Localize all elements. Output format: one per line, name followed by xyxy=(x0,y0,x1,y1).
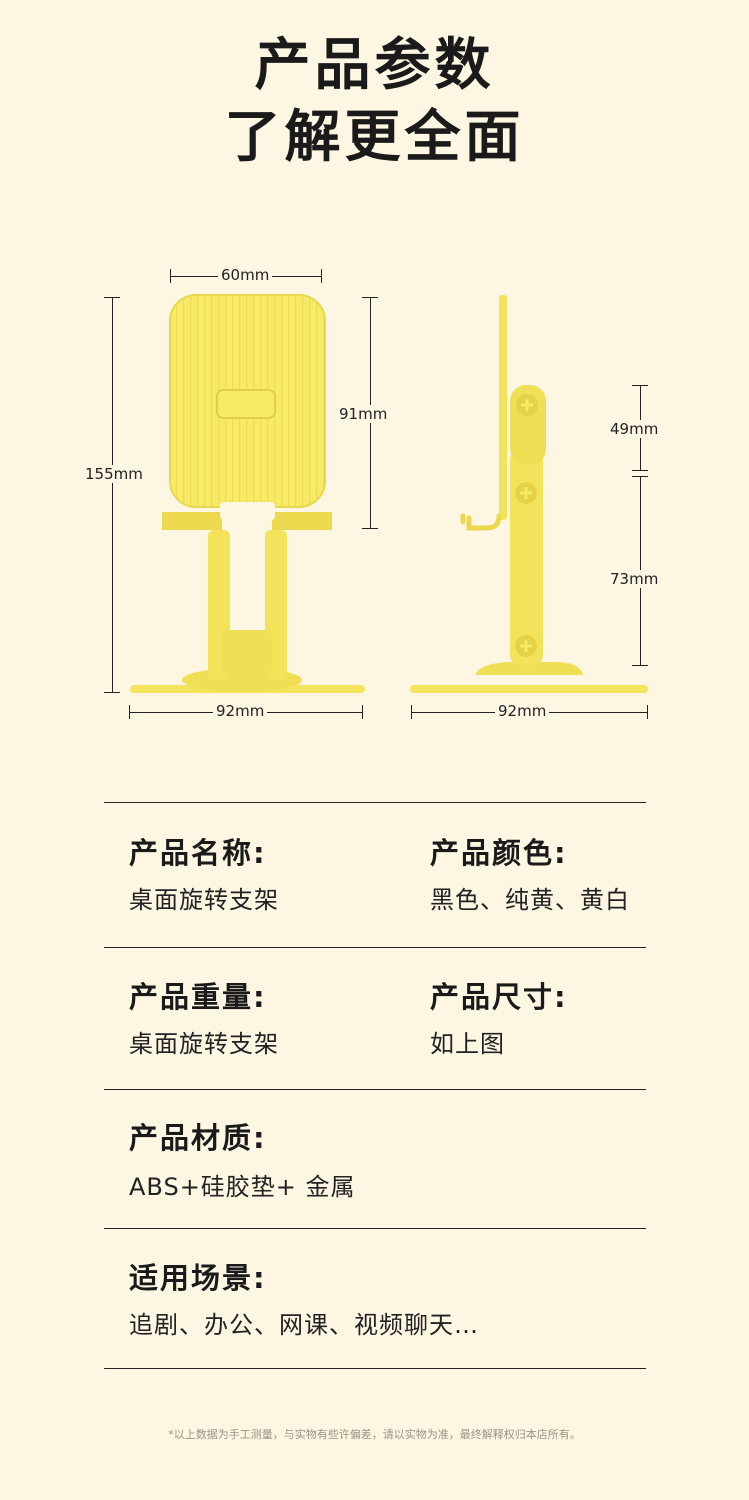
dim-tick xyxy=(632,665,648,666)
side-view-product-image xyxy=(410,295,648,693)
dim-tick xyxy=(362,705,363,719)
divider xyxy=(104,947,646,948)
divider xyxy=(104,802,646,803)
dim-front-plate-height: 91mm xyxy=(336,405,391,423)
page-subtitle: 了解更全面 xyxy=(224,105,525,170)
dim-tick xyxy=(362,528,378,529)
dim-front-height: 155mm xyxy=(82,465,146,483)
spec-material-value: ABS+硅胶垫+ 金属 xyxy=(129,1173,356,1201)
front-view-product-image xyxy=(130,294,365,693)
spec-color-value: 黑色、纯黄、黄白 xyxy=(430,886,630,914)
spec-size-label: 产品尺寸: xyxy=(430,980,568,1014)
spec-name-value: 桌面旋转支架 xyxy=(129,886,279,914)
spec-material-label: 产品材质: xyxy=(129,1121,267,1155)
dim-front-base: 92mm xyxy=(213,702,268,720)
dim-tick xyxy=(104,692,120,693)
spec-color-label: 产品颜色: xyxy=(430,836,568,870)
spec-weight-value: 桌面旋转支架 xyxy=(129,1030,279,1058)
dim-tick xyxy=(632,470,648,471)
spec-size-value: 如上图 xyxy=(430,1030,505,1058)
spec-scene-label: 适用场景: xyxy=(129,1261,267,1295)
dim-tick xyxy=(647,705,648,719)
dim-side-lower: 73mm xyxy=(607,570,662,588)
divider xyxy=(104,1089,646,1090)
dim-front-width: 60mm xyxy=(218,266,273,284)
spec-scene-value: 追剧、办公、网课、视频聊天… xyxy=(129,1311,479,1339)
dim-side-base: 92mm xyxy=(495,702,550,720)
page-title: 产品参数 xyxy=(254,33,495,98)
dim-tick xyxy=(321,269,322,283)
dim-line xyxy=(112,297,113,692)
dim-side-upper: 49mm xyxy=(607,420,662,438)
footer-disclaimer: *以上数据为手工测量，与实物有些许偏差，请以实物为准，最终解释权归本店所有。 xyxy=(168,1428,581,1441)
divider xyxy=(104,1228,646,1229)
divider xyxy=(104,1368,646,1369)
spec-weight-label: 产品重量: xyxy=(129,980,267,1014)
spec-name-label: 产品名称: xyxy=(129,836,267,870)
